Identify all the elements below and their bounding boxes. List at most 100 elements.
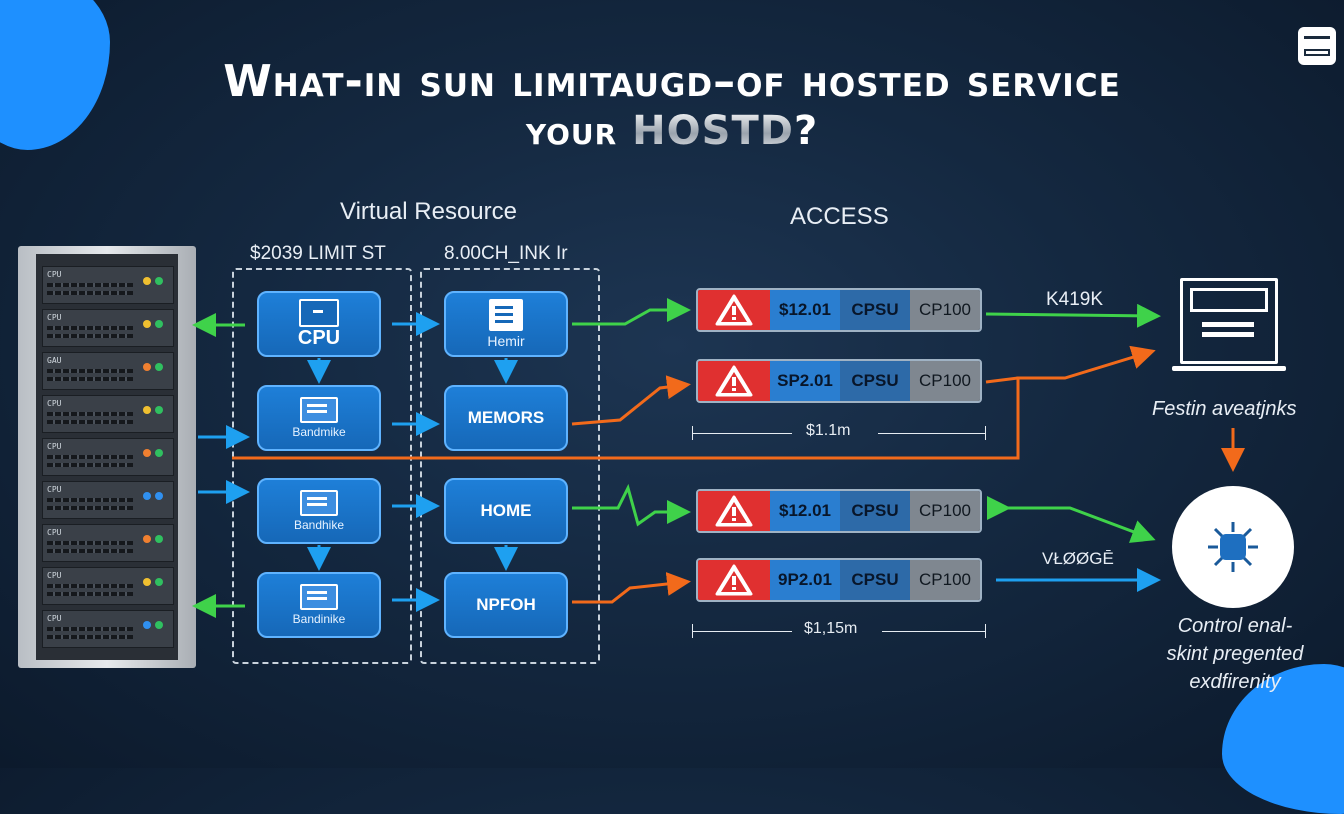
status-led [155,406,163,414]
card-icon [300,584,338,610]
warning-icon [698,290,770,330]
access-row-3[interactable]: $12.01 CPSU CP100 [696,489,982,533]
arrow-row3-bidir [987,496,1156,543]
server-unit: CPU [42,438,174,476]
access-row-1-limit: CP100 [910,290,980,330]
status-led [143,621,151,629]
control-hub[interactable] [1172,486,1294,608]
vlink-label: VŁØØGĒ [1042,549,1114,568]
measure-1: $1.1m [692,422,986,440]
arrow-row2-out [985,376,1019,384]
status-led [143,406,151,414]
server-unit: CPU [42,567,174,605]
card-icon [300,397,338,423]
server-rack: CPU CPU GAU CPU CPU CPU CPU CPU CPU [18,246,196,668]
access-row-3-limit: CP100 [910,491,980,531]
access-label: ACCESS [790,203,889,230]
limit-right-label: 8.00CH_INK Ir [444,243,568,264]
access-row-4-limit: CP100 [910,560,980,600]
limit-left-label: $2039 LIMIT ST [250,243,386,264]
access-row-4[interactable]: 9P2.01 CPSU CP100 [696,558,982,602]
laptop-link-label: K419K [1046,289,1104,310]
server-unit-label: GAU [47,356,62,365]
vbox-cpu[interactable]: CPU [257,291,381,357]
control-caption-line-3: exdfirenity [1189,671,1281,693]
status-led [143,535,151,543]
title-prefix: your [525,108,633,154]
virtual-resource-label: Virtual Resource [340,198,517,225]
warning-icon [698,361,770,401]
monitor-icon [299,298,339,327]
vbox-bandinike[interactable]: Bandinike [257,572,381,638]
access-row-1[interactable]: $12.01 CPSU CP100 [696,288,982,332]
vbox-npfoh[interactable]: NPFOH [444,572,568,638]
server-unit-label: CPU [47,313,62,322]
status-led [155,621,163,629]
access-row-4-price: 9P2.01 [770,560,840,600]
vbox-bandmike-label: Bandmike [292,425,346,439]
access-row-2-cpu: CPSU [840,361,910,401]
vbox-home[interactable]: HOME [444,478,568,544]
server-unit-label: CPU [47,399,62,408]
measure-2: $1,15m [692,620,986,638]
status-led [155,449,163,457]
access-row-2[interactable]: SP2.01 CPSU CP100 [696,359,982,403]
access-row-3-cpu: CPSU [840,491,910,531]
access-row-1-price: $12.01 [770,290,840,330]
control-caption-line-1: Control enal- [1177,615,1293,637]
vbox-bandhike[interactable]: Bandhike [257,478,381,544]
server-unit-label: CPU [47,571,62,580]
vbox-cpu-label: CPU [297,326,341,349]
vbox-hemir[interactable]: Hemir [444,291,568,357]
status-led [143,320,151,328]
status-led [155,578,163,586]
status-led [155,535,163,543]
status-led [155,320,163,328]
vbox-home-label: HOME [480,501,532,520]
status-led [143,277,151,285]
server-unit: CPU [42,266,174,304]
server-unit-label: CPU [47,442,62,451]
document-icon [489,299,523,331]
status-led [143,578,151,586]
access-row-3-price: $12.01 [770,491,840,531]
server-unit: CPU [42,395,174,433]
vbox-hemir-label: Hemir [487,333,525,349]
access-row-1-cpu: CPSU [840,290,910,330]
vbox-bandinike-label: Bandinike [292,612,346,626]
window-icon[interactable] [1298,27,1336,65]
status-led [143,492,151,500]
access-row-2-price: SP2.01 [770,361,840,401]
measure-1-value: $1.1m [806,422,851,439]
status-led [155,492,163,500]
vbox-npfoh-label: NPFOH [476,595,536,614]
laptop-icon[interactable] [1172,278,1286,372]
chip-icon [1208,522,1258,572]
access-row-4-cpu: CPSU [840,560,910,600]
page-title-line-2: your HOSTD? [0,108,1344,154]
virtual-group-right [420,268,600,664]
vbox-bandhike-label: Bandhike [293,518,345,532]
server-unit-label: CPU [47,614,62,623]
server-rack-inner: CPU CPU GAU CPU CPU CPU CPU CPU CPU [36,254,178,660]
measure-2-value: $1,15m [804,620,858,637]
vbox-bandmike[interactable]: Bandmike [257,385,381,451]
title-highlight: HOSTD [632,108,794,154]
server-unit: CPU [42,481,174,519]
vbox-memors[interactable]: MEMORS [444,385,568,451]
vbox-memors-label: MEMORS [467,408,545,427]
status-led [143,363,151,371]
status-led [143,449,151,457]
arrow-to-laptop [985,303,1161,328]
server-unit: GAU [42,352,174,390]
warning-icon [698,560,770,600]
page-title-line-1: What-in sun limitaugd–of hosted service [223,56,1121,107]
server-unit-label: CPU [47,270,62,279]
laptop-caption: Festin aveatjnks [1152,398,1297,420]
status-led [155,363,163,371]
virtual-group-left [232,268,412,664]
server-unit-label: CPU [47,528,62,537]
warning-icon [698,491,770,531]
server-unit-label: CPU [47,485,62,494]
server-unit: CPU [42,610,174,648]
